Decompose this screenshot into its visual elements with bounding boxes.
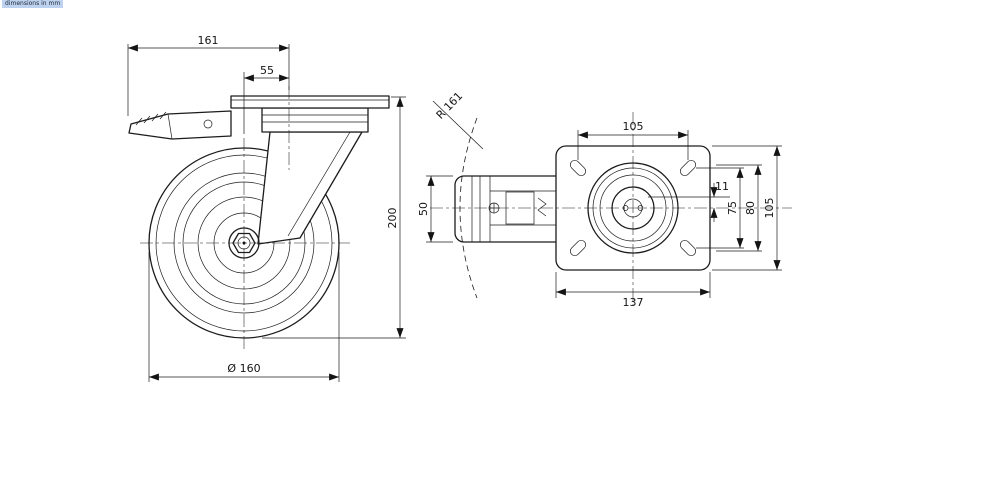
dim-160-extension-lines xyxy=(148,252,340,382)
swivel-head xyxy=(261,107,369,133)
fork-leg xyxy=(257,131,363,245)
swivel-radius-leader xyxy=(432,100,484,150)
pedal-outline xyxy=(128,110,232,140)
dim-105r-label: 105 xyxy=(763,198,776,219)
sheet-note: dimensions in mm xyxy=(2,0,64,8)
plate-outline-side xyxy=(230,95,390,109)
dim-plate-length: 137 xyxy=(555,272,711,309)
dim-105t-label: 105 xyxy=(623,120,644,133)
dim-160-label: Ø 160 xyxy=(227,362,260,375)
dim-55-label: 55 xyxy=(260,64,274,77)
dim-overall-height: 200 xyxy=(262,96,406,339)
side-centerlines xyxy=(140,86,350,350)
bolt-slot-bottom-left xyxy=(569,239,587,257)
dim-plate-depth: 105 xyxy=(712,145,782,271)
dim-hole-span-side: 80 xyxy=(716,164,762,252)
bolt-slot-bottom-right xyxy=(679,239,697,257)
top-centerlines xyxy=(430,112,792,305)
dim-total-length: 161 xyxy=(127,34,290,116)
dim-11-label: 11 xyxy=(715,180,729,193)
dim-center-offset: 11 xyxy=(648,180,730,222)
pedal-pivot xyxy=(203,119,213,129)
dim-161-label: 161 xyxy=(198,34,219,47)
dim-hole-spacing-side: 75 xyxy=(696,167,744,249)
dim-50-extension-lines xyxy=(426,175,453,243)
dim-105r-extension-lines xyxy=(712,145,782,271)
dim-137-label: 137 xyxy=(623,296,644,309)
dim-161-extension-lines xyxy=(127,44,290,116)
wheel-band-outline xyxy=(454,175,556,243)
dim-wheel-width: 50 xyxy=(417,175,453,243)
pedal-inner-edge xyxy=(167,113,173,140)
dim-wheel-diameter: Ø 160 xyxy=(148,252,340,382)
fork-leg-inner-edge xyxy=(287,131,351,237)
side-view: 161 55 200 Ø 160 xyxy=(127,34,406,382)
mounting-plate-side xyxy=(230,95,390,133)
wheel-top xyxy=(454,175,556,243)
dim-200-label: 200 xyxy=(386,208,399,229)
wheel-tread-lines xyxy=(471,176,491,242)
dim-50-label: 50 xyxy=(417,202,430,216)
swivel-fork xyxy=(257,131,363,245)
dim-swivel-offset: 55 xyxy=(243,64,289,134)
brake-pedal xyxy=(128,110,232,140)
dim-hole-spacing-top: 105 xyxy=(577,120,689,160)
spring-zigzag xyxy=(537,197,547,217)
dim-80-extension-lines xyxy=(716,164,762,252)
dim-80-label: 80 xyxy=(744,201,757,215)
swivel-radius: R 161 xyxy=(432,89,484,299)
bolt-slot-top-right xyxy=(679,159,697,177)
dim-75-extension-lines xyxy=(696,167,744,249)
bracket-edge-lines xyxy=(490,190,556,226)
bolt-slot-top-left xyxy=(569,159,587,177)
pedal-tread-ticks xyxy=(135,111,167,126)
dim-75-label: 75 xyxy=(726,201,739,215)
top-view: R 161 xyxy=(417,89,792,309)
